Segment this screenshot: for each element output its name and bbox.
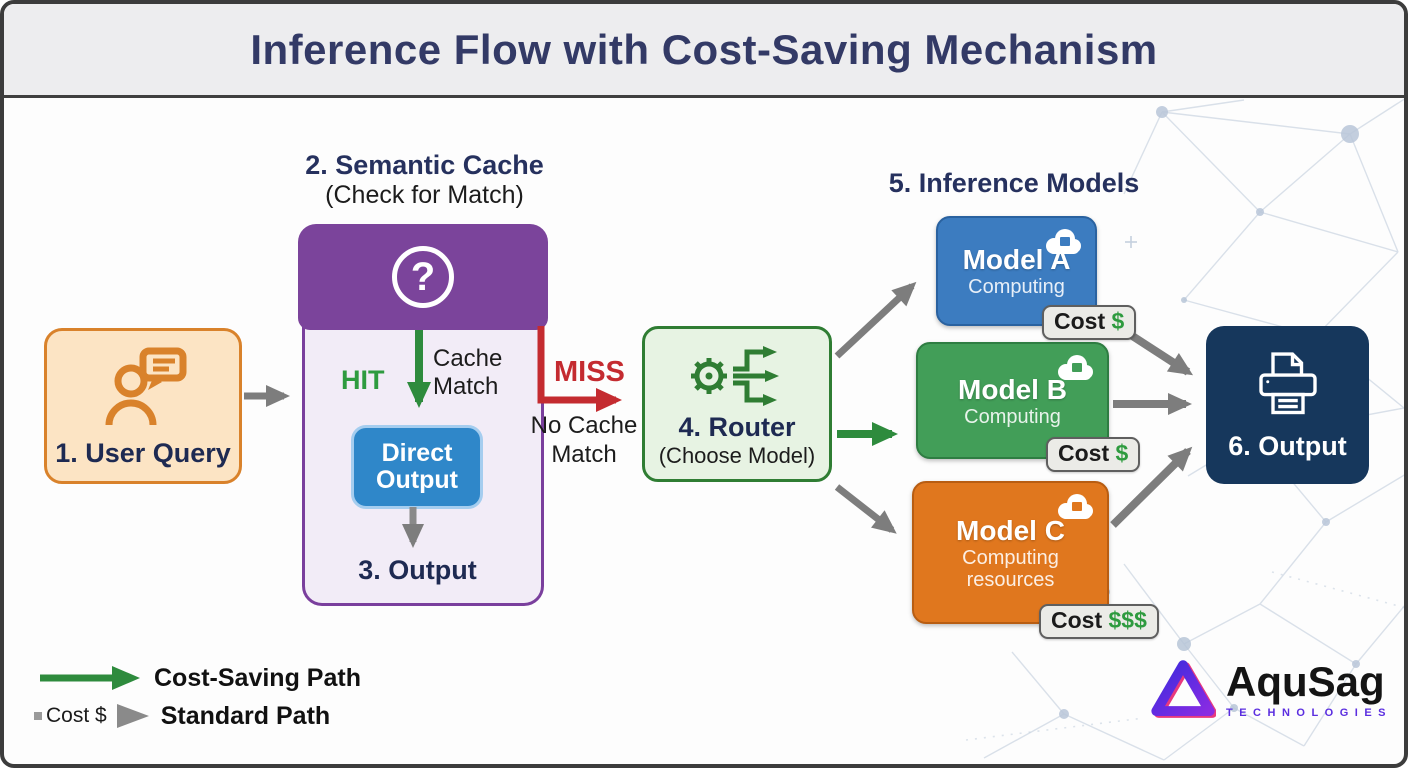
router-sublabel: (Choose Model) xyxy=(658,443,816,468)
gear-branch-arrows-icon xyxy=(687,343,787,414)
no-cache-match-label: No Cache Match xyxy=(530,412,638,468)
semantic-cache-heading: 2. Semantic Cache (Check for Match) xyxy=(272,150,577,210)
logo-tagline: TECHNOLOGIES xyxy=(1226,707,1393,719)
aqusag-logo-mark xyxy=(1151,660,1216,718)
inference-models-heading: 5. Inference Models xyxy=(888,168,1140,198)
cache-output-label: 3. Output xyxy=(358,555,477,585)
direct-output-box: Direct Output xyxy=(351,425,483,509)
semantic-cache-subtitle: (Check for Match) xyxy=(325,181,524,210)
cloud-chip-icon xyxy=(1053,491,1097,526)
model-b-name: Model B xyxy=(958,373,1067,405)
semantic-cache-title: 2. Semantic Cache xyxy=(305,150,544,180)
cost-label: Cost xyxy=(1054,308,1106,334)
hit-label: HIT xyxy=(341,365,385,395)
title-bar: Inference Flow with Cost-Saving Mechanis… xyxy=(4,4,1404,98)
legend-cost-prefix: Cost $ xyxy=(34,704,107,728)
legend: Cost-Saving Path Cost $ Standard Path xyxy=(34,659,361,735)
cost-value: $ xyxy=(1115,440,1129,466)
miss-label: MISS xyxy=(554,356,625,388)
gray-arrowhead-icon xyxy=(116,704,149,728)
logo-text: AquSag TECHNOLOGIES xyxy=(1226,658,1393,720)
legend-cost-saving-row: Cost-Saving Path xyxy=(34,659,361,697)
model-a-cost-badge: Cost $ xyxy=(1042,305,1137,340)
model-c-box: Model C Computing resources xyxy=(912,481,1109,624)
cost-value: $ xyxy=(1111,308,1125,334)
model-a-sub: Computing xyxy=(968,276,1065,298)
model-a-box: Model A Computing xyxy=(936,216,1097,326)
model-b-sub: Computing xyxy=(964,405,1061,428)
printer-icon xyxy=(1250,348,1326,425)
cloud-chip-icon xyxy=(1053,352,1097,387)
model-b-cost-badge: Cost $ xyxy=(1046,437,1141,472)
output-box: 6. Output xyxy=(1206,326,1369,484)
gray-square-icon xyxy=(34,712,42,720)
semantic-cache-header: ? xyxy=(298,224,548,330)
model-c-sub: Computing resources xyxy=(962,546,1059,591)
green-arrow-icon xyxy=(40,666,140,690)
question-mark-icon: ? xyxy=(392,246,454,308)
semantic-cache-box: ? HIT Cache Match Direct Output 3. Outpu… xyxy=(298,224,548,606)
user-query-box: 1. User Query xyxy=(44,328,242,484)
brand-logo: AquSag TECHNOLOGIES xyxy=(1150,659,1392,721)
page-title: Inference Flow with Cost-Saving Mechanis… xyxy=(250,25,1158,73)
user-query-label: 1. User Query xyxy=(55,438,231,468)
cost-saving-path-label: Cost-Saving Path xyxy=(154,663,361,692)
cache-match-label: Cache Match xyxy=(433,345,503,400)
model-c-cost-badge: Cost $$$ xyxy=(1039,604,1159,639)
model-c-name: Model C xyxy=(956,514,1065,546)
router-box: 4. Router (Choose Model) xyxy=(642,326,832,482)
legend-cost-text: Cost $ xyxy=(46,704,107,727)
direct-output-label: Direct Output xyxy=(376,438,458,494)
user-chat-icon xyxy=(97,345,189,436)
legend-standard-row: Cost $ Standard Path xyxy=(34,697,361,735)
cost-label: Cost xyxy=(1051,607,1103,633)
standard-path-label: Standard Path xyxy=(160,701,331,730)
logo-name: AquSag xyxy=(1226,658,1385,705)
cost-label: Cost xyxy=(1058,440,1110,466)
output-label: 6. Output xyxy=(1228,431,1347,461)
router-label: 4. Router xyxy=(678,412,796,443)
cloud-chip-icon xyxy=(1041,226,1085,261)
cost-value: $$$ xyxy=(1108,607,1147,633)
